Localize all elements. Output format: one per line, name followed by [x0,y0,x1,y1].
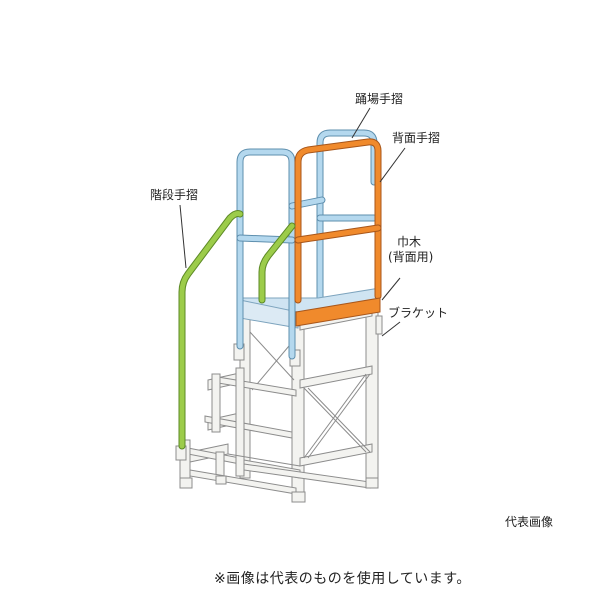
label-bracket: ブラケット [388,306,449,320]
leader-lines [179,107,406,337]
label-toe-board-sub: (背面用) [388,250,434,264]
bracket [375,315,383,335]
label-back-handrail: 背面手摺 [392,131,441,145]
label-toe-board: 巾木 [397,235,422,249]
disclaimer-note: ※画像は代表のものを使用しています。 [214,571,471,587]
label-stair-handrail: 階段手摺 [150,188,199,202]
toe-board-back [295,297,381,327]
stair-handrail-left [178,210,244,450]
back-handrail [294,138,382,304]
image-caption: 代表画像 [505,515,554,529]
platform-handrail-back [316,129,378,304]
label-platform-handrail: 踊場手摺 [355,92,404,106]
stair-frame [175,305,379,503]
stair-handrail-right [258,222,296,304]
